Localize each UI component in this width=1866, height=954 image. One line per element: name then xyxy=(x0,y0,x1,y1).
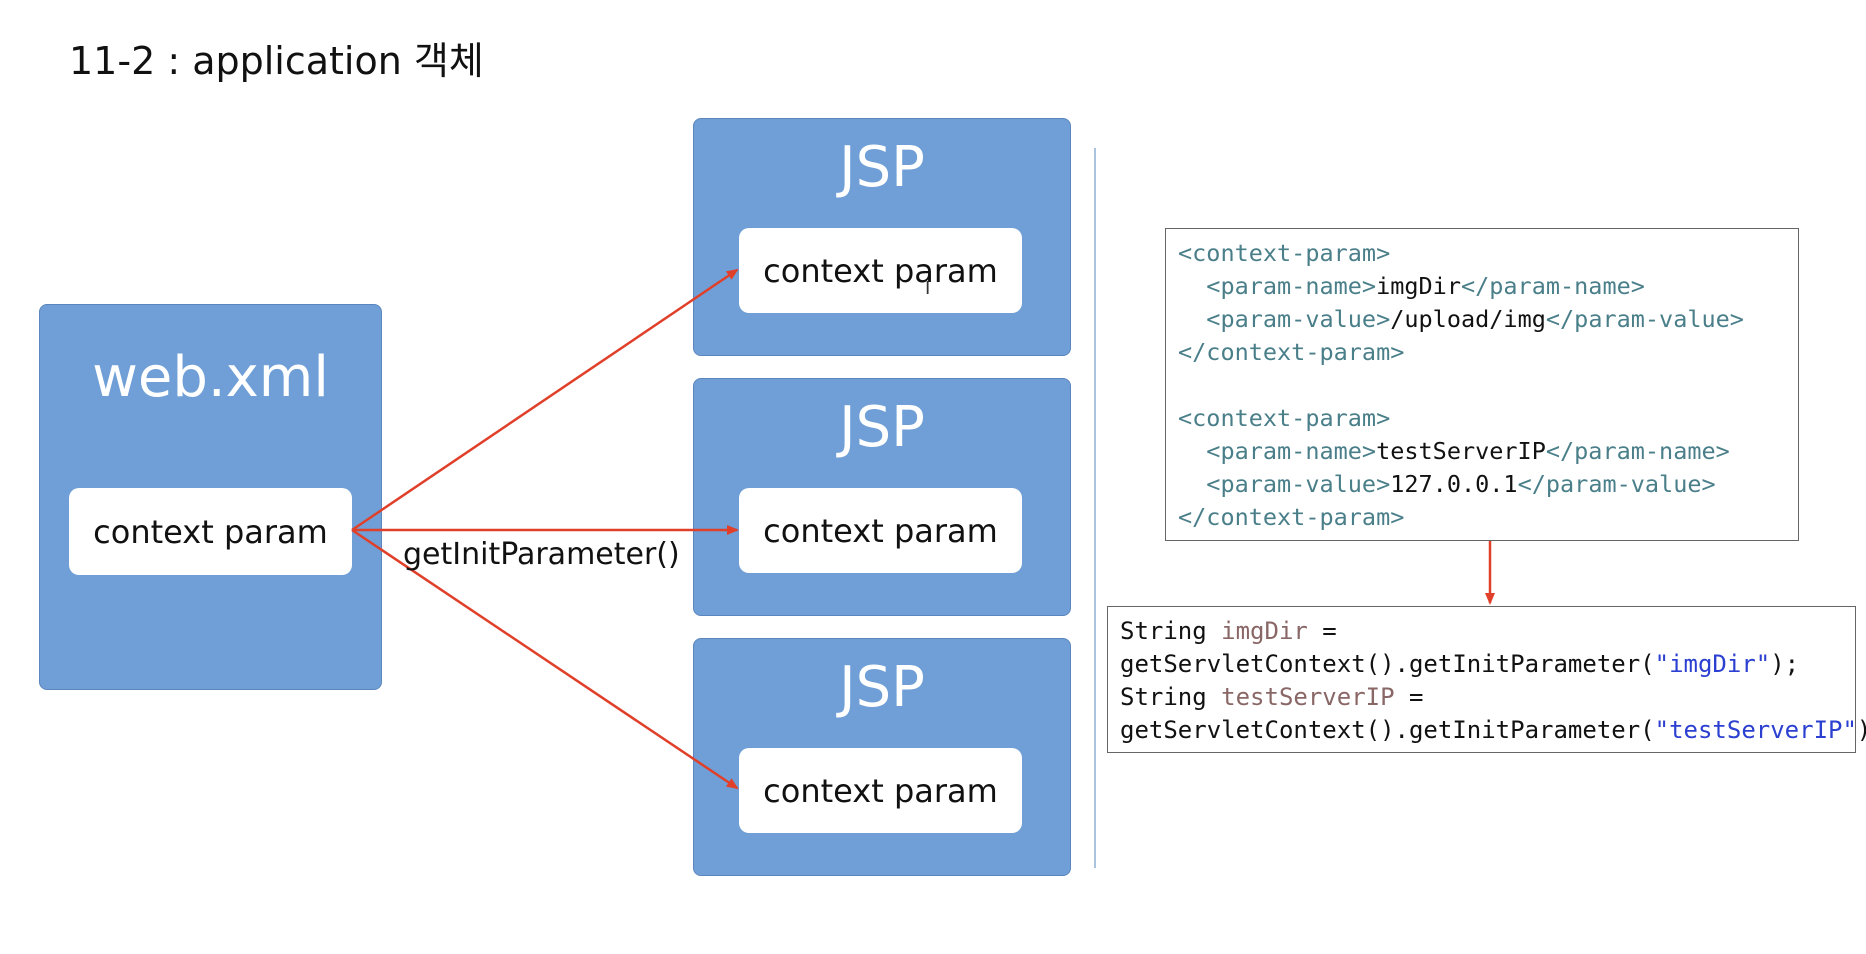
text-cursor-icon: I xyxy=(925,278,931,299)
jsp-box-1-context-param: context param xyxy=(739,228,1022,313)
java-code-block: String imgDir =getServletContext().getIn… xyxy=(1107,606,1866,753)
arrow-to-jsp-1 xyxy=(351,268,739,532)
jsp-box-3-title: JSP xyxy=(839,655,925,720)
xml-token: <context-param> xyxy=(1178,239,1391,267)
java-token: getServletContext().getInitParameter( xyxy=(1120,716,1655,744)
jsp-box-1: JSP context param xyxy=(693,118,1071,356)
xml-token: <param-value> xyxy=(1206,305,1391,333)
xml-line: <param-name>imgDir</param-name> xyxy=(1178,270,1798,303)
get-init-parameter-label: getInitParameter() xyxy=(403,537,680,572)
xml-token: </param-value> xyxy=(1517,470,1716,498)
xml-token: </param-name> xyxy=(1545,437,1730,465)
java-token: String xyxy=(1120,683,1222,711)
xml-token: 127.0.0.1 xyxy=(1390,470,1518,498)
xml-token: <param-value> xyxy=(1206,470,1391,498)
java-token: = xyxy=(1394,683,1424,711)
slide-title: 11-2 : application 객체 xyxy=(69,39,484,83)
xml-token xyxy=(1178,371,1192,399)
xml-line: </context-param> xyxy=(1178,501,1798,534)
xml-token: </param-value> xyxy=(1545,305,1744,333)
java-token: imgDir xyxy=(1221,617,1308,645)
java-token: "imgDir" xyxy=(1654,650,1771,678)
java-token: ); xyxy=(1857,716,1866,744)
vertical-divider xyxy=(1094,148,1096,868)
java-line: getServletContext().getInitParameter("im… xyxy=(1120,648,1855,681)
java-token: = xyxy=(1307,617,1337,645)
xml-token: <param-name> xyxy=(1206,437,1377,465)
xml-token: </context-param> xyxy=(1178,503,1405,531)
web-xml-box: web.xml context param xyxy=(39,304,382,690)
xml-token: <context-param> xyxy=(1178,404,1391,432)
jsp-box-2-context-param: context param xyxy=(739,488,1022,573)
jsp-box-2: JSP context param xyxy=(693,378,1071,616)
java-token: ); xyxy=(1770,650,1800,678)
jsp-box-3-context-param: context param xyxy=(739,748,1022,833)
xml-token: </context-param> xyxy=(1178,338,1405,366)
xml-line: </context-param> xyxy=(1178,336,1798,369)
java-line: String testServerIP = xyxy=(1120,681,1855,714)
xml-line: <context-param> xyxy=(1178,237,1798,270)
java-line: getServletContext().getInitParameter("te… xyxy=(1120,714,1866,747)
xml-token: <param-name> xyxy=(1206,272,1377,300)
java-token: testServerIP xyxy=(1221,683,1395,711)
xml-token xyxy=(1178,470,1206,498)
jsp-box-2-title: JSP xyxy=(839,395,925,460)
java-token: String xyxy=(1120,617,1222,645)
xml-token: testServerIP xyxy=(1376,437,1546,465)
jsp-box-3: JSP context param xyxy=(693,638,1071,876)
java-line: String imgDir = xyxy=(1120,615,1855,648)
xml-token: </param-name> xyxy=(1460,272,1645,300)
xml-line xyxy=(1178,369,1798,402)
xml-token xyxy=(1178,437,1206,465)
java-token: getServletContext().getInitParameter( xyxy=(1120,650,1655,678)
xml-line: <param-name>testServerIP</param-name> xyxy=(1178,435,1798,468)
xml-token: imgDir xyxy=(1376,272,1461,300)
xml-token: /upload/img xyxy=(1390,305,1546,333)
web-xml-code-block: <context-param> <param-name>imgDir</para… xyxy=(1165,228,1799,541)
xml-line: <context-param> xyxy=(1178,402,1798,435)
arrow-to-jsp-3 xyxy=(351,528,739,790)
xml-token xyxy=(1178,272,1206,300)
java-token: "testServerIP" xyxy=(1654,716,1857,744)
xml-token xyxy=(1178,305,1206,333)
xml-line: <param-value>127.0.0.1</param-value> xyxy=(1178,468,1798,501)
web-xml-context-param: context param xyxy=(69,488,352,575)
xml-line: <param-value>/upload/img</param-value> xyxy=(1178,303,1798,336)
jsp-box-1-title: JSP xyxy=(839,135,925,200)
web-xml-title: web.xml xyxy=(92,345,329,410)
